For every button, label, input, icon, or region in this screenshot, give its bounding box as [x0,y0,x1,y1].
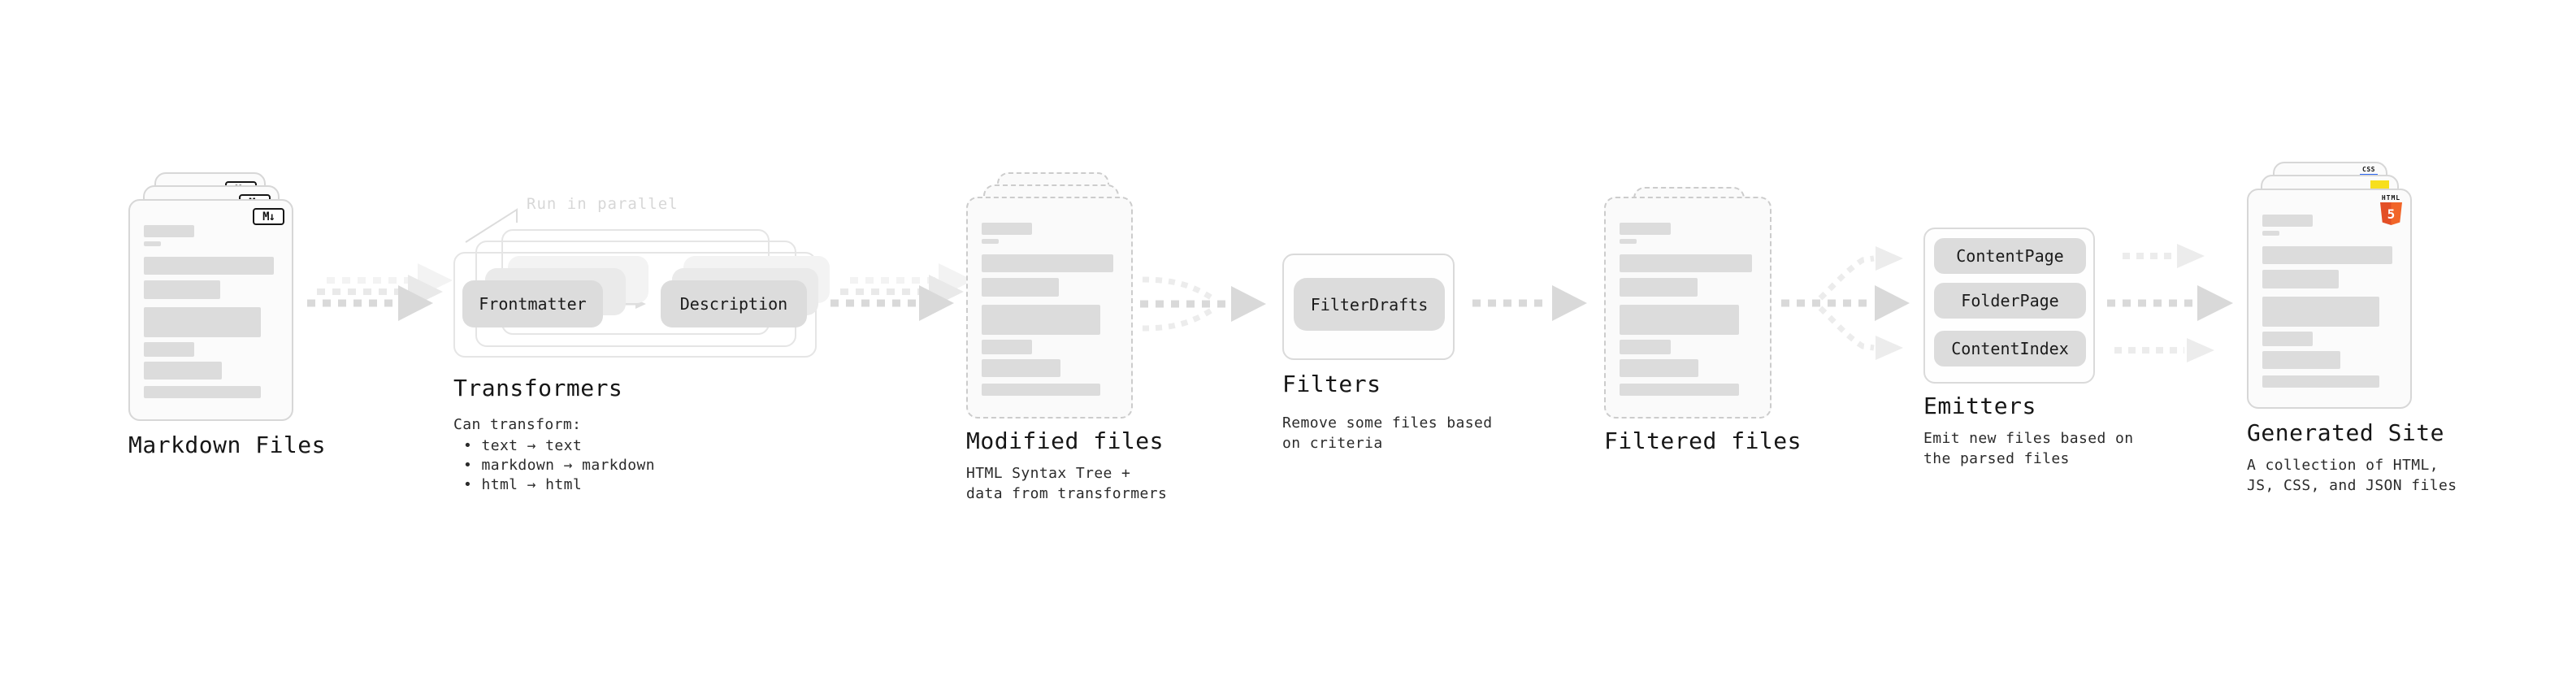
filtered-file-card-front [1604,197,1772,419]
placeholder-bar [982,384,1100,396]
placeholder-bar [144,225,194,237]
filterdrafts-chip: FilterDrafts [1294,278,1445,331]
placeholder-bar [1620,359,1699,377]
placeholder-bar [1620,254,1753,272]
placeholder-bar [144,386,262,398]
placeholder-bar [1620,305,1739,335]
html5-icon: HTML 5 [2380,194,2402,225]
generated-site-desc: A collection of HTML, JS, CSS, and JSON … [2247,455,2457,496]
placeholder-bar [982,223,1033,235]
arrow-modified-to-filters [1140,276,1266,332]
markdown-icon: M↓ [253,208,284,225]
bullet-item: • markdown → markdown [463,457,655,474]
document-placeholder-lines [1620,223,1754,396]
markdown-files-title: Markdown Files [128,432,327,458]
arrow-filters-to-filtered [1472,285,1587,321]
desc-line: the parsed files [1923,450,2070,467]
placeholder-bar [982,278,1060,297]
desc-line: Remove some files based [1282,414,1493,432]
run-in-parallel-annotation: Run in parallel [527,195,679,213]
placeholder-bar [2262,332,2313,346]
modified-files-desc: HTML Syntax Tree + data from transformer… [966,463,1167,504]
placeholder-bar [2262,375,2380,388]
placeholder-bar [2262,351,2340,369]
description-chip: Description [661,280,807,327]
placeholder-bar [144,257,275,275]
run-in-parallel-callout-line [465,208,518,243]
placeholder-bar [144,241,162,246]
generated-file-card-front: HTML 5 [2247,189,2412,409]
contentindex-chip: ContentIndex [1934,331,2086,367]
arrow-markdown-to-transformers [307,263,453,321]
placeholder-bar [144,362,222,380]
bullet-item: • html → html [463,476,583,493]
transformers-title: Transformers [453,375,623,401]
placeholder-bar [982,359,1060,377]
document-placeholder-lines [144,225,275,398]
css-badge-label: CSS [2362,166,2375,173]
placeholder-bar [2262,215,2313,227]
placeholder-bar [2262,246,2393,264]
placeholder-bar [1620,239,1637,244]
frontmatter-chip: Frontmatter [462,280,603,327]
placeholder-bar [2262,270,2339,288]
desc-line: JS, CSS, and JSON files [2247,477,2457,494]
filters-desc: Remove some files based on criteria [1282,413,1492,453]
markdown-file-card-front: M↓ [128,199,293,421]
arrow-transformers-to-modified [830,263,974,321]
placeholder-bar [982,254,1114,272]
html5-badge-label: HTML [2381,194,2401,202]
placeholder-bar [982,239,1000,244]
emitters-desc: Emit new files based on the parsed files [1923,428,2133,469]
placeholder-bar [2262,297,2380,327]
placeholder-bar [144,280,220,299]
arrow-emitters-to-generated [2107,244,2233,362]
emitters-title: Emitters [1923,393,2036,419]
placeholder-bar [144,307,262,337]
contentpage-chip: ContentPage [1934,238,2086,274]
html5-badge-shield: 5 [2380,202,2402,225]
placeholder-bar [144,342,194,357]
placeholder-bar [982,305,1100,335]
js-icon [2370,180,2389,189]
folderpage-chip: FolderPage [1934,283,2086,319]
desc-line: HTML Syntax Tree + [966,465,1131,482]
generated-site-title: Generated Site [2247,419,2445,446]
document-placeholder-lines [2262,215,2394,388]
placeholder-bar [2262,231,2280,236]
transformers-desc-heading: Can transform: [453,416,582,433]
transformers-bullet-list: • text → text • markdown → markdown • ht… [463,436,655,495]
desc-line: on criteria [1282,435,1383,452]
arrow-filtered-to-emitters [1781,246,1910,360]
filtered-files-title: Filtered files [1604,427,1802,454]
modified-files-title: Modified files [966,427,1164,454]
desc-line: Emit new files based on [1923,430,2134,447]
document-placeholder-lines [982,223,1115,396]
placeholder-bar [1620,384,1739,396]
placeholder-bar [1620,223,1671,235]
filters-title: Filters [1282,371,1381,397]
placeholder-bar [1620,340,1671,354]
bullet-item: • text → text [463,437,583,454]
modified-file-card-front [966,197,1133,419]
desc-line: A collection of HTML, [2247,457,2439,474]
placeholder-bar [1620,278,1698,297]
desc-line: data from transformers [966,485,1168,502]
placeholder-bar [982,340,1033,354]
